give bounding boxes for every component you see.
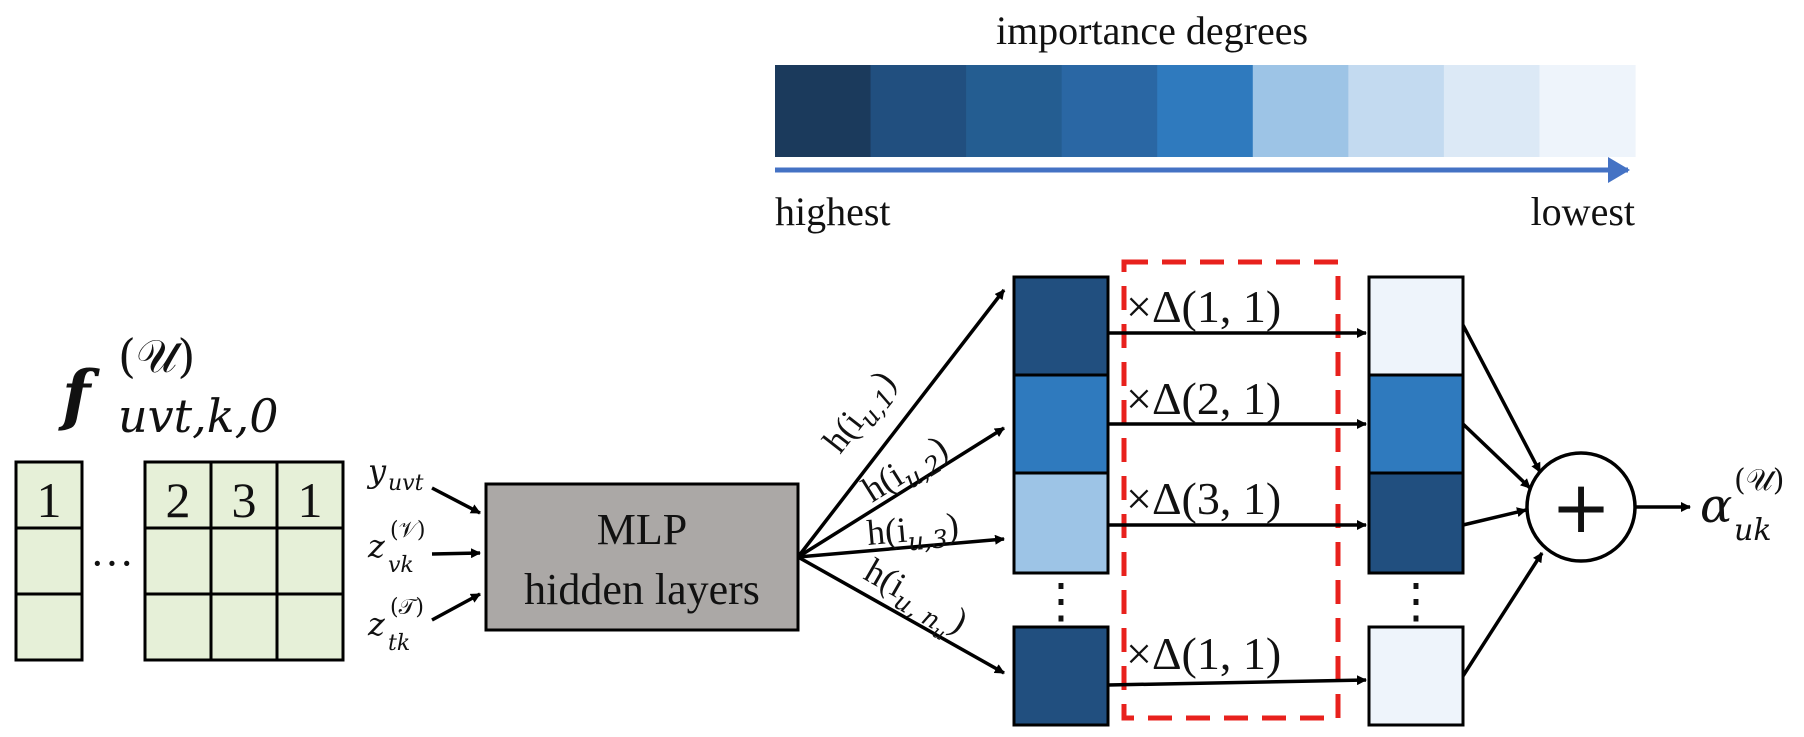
- feature-label: f (𝒰) uvt,k,0: [58, 329, 278, 443]
- legend-color-bar: [775, 65, 1636, 157]
- grid2-cell: [209, 592, 279, 662]
- legend-color-cell: [966, 65, 1063, 157]
- branch-label-3: h(iu,3): [865, 505, 961, 560]
- grid2-cell: [275, 526, 345, 596]
- output-sub: uk: [1734, 513, 1772, 548]
- sum-arrow-1: [1461, 324, 1542, 473]
- grid2-value-3: 1: [298, 472, 323, 528]
- legend-color-cell: [870, 65, 967, 157]
- feature-subscript: uvt,k,0: [118, 389, 278, 443]
- grid2-cell: [209, 526, 279, 596]
- mlp-subtitle: hidden layers: [524, 565, 760, 614]
- branch-arrow-2: [797, 426, 1005, 559]
- branch-arrow-3: [797, 534, 1005, 559]
- grid2-cell: [143, 460, 213, 530]
- sum-arrow-4: [1461, 552, 1544, 677]
- left-col-cell-3: [1012, 471, 1110, 575]
- input-y-sub: uvt: [388, 471, 424, 496]
- left-col-cell-1: [1012, 275, 1110, 377]
- mult-arrow-4: [1107, 675, 1367, 687]
- svg-text:h(iu,2): h(iu,2): [855, 427, 958, 516]
- grid1-cell: [14, 526, 84, 596]
- grid2-cell: [275, 592, 345, 662]
- right-col-cell-2: [1367, 373, 1465, 475]
- svg-text:h(iu,1): h(iu,1): [815, 363, 909, 464]
- sum-arrow-3: [1462, 507, 1527, 527]
- multiplier-label-3: ×Δ(3, 1): [1126, 473, 1281, 524]
- legend-color-cell: [1539, 65, 1636, 157]
- input-z2-main: z: [367, 605, 386, 643]
- branch-arrow-4: [797, 555, 1005, 675]
- mlp-inputs: y uvt z (𝒱) vk z (𝒯) tk: [366, 452, 481, 656]
- right-col-ellipsis: ⋮: [1392, 575, 1440, 628]
- multiplier-label-2: ×Δ(2, 1): [1126, 373, 1281, 424]
- legend-highest-label: highest: [775, 189, 891, 234]
- output-sup: (𝒰): [1734, 463, 1784, 498]
- feature-superscript: (𝒰): [118, 329, 195, 383]
- multiplier-label-1: ×Δ(1, 1): [1126, 281, 1281, 332]
- right-col-cell-1: [1367, 275, 1465, 377]
- feature-symbol: f: [58, 356, 100, 434]
- grid2-cell: [143, 592, 213, 662]
- left-col-cell-4: [1012, 625, 1110, 727]
- multiplier-arrows: ×Δ(1, 1) ×Δ(2, 1) ×Δ(3, 1) ×Δ(1, 1): [1107, 281, 1367, 687]
- legend-lowest-label: lowest: [1531, 189, 1635, 234]
- output-main: α: [1700, 478, 1732, 534]
- legend-title: importance degrees: [996, 8, 1308, 53]
- branch-arrows: h(iu,1) h(iu,2) h(iu,3) h(iu, nu): [796, 288, 1006, 675]
- feature-grid-1: 1: [14, 460, 84, 662]
- branch-label-1: h(iu,1): [815, 363, 909, 464]
- input-z1-main: z: [367, 527, 386, 565]
- legend-color-cell: [1348, 65, 1445, 157]
- legend-color-cell: [1252, 65, 1349, 157]
- legend-color-cell: [1061, 65, 1158, 157]
- right-col-cell-3: [1367, 471, 1465, 575]
- importance-legend: importance degrees highest lowest: [775, 8, 1636, 234]
- branch-label-2: h(iu,2): [855, 427, 958, 516]
- input-z2-sup: (𝒯): [390, 595, 424, 620]
- feature-grid-2: 2 3 1: [143, 460, 345, 662]
- multiplier-dashed-box: [1121, 259, 1341, 721]
- legend-color-cell: [1157, 65, 1254, 157]
- grid2-cell: [143, 526, 213, 596]
- input-z1-arrow: [431, 548, 481, 559]
- branch-arrow-1: [796, 288, 1006, 559]
- importance-column-left: ⋮: [1012, 275, 1110, 727]
- grid1-cell: [14, 592, 84, 662]
- right-col-cell-4: [1367, 625, 1465, 727]
- grid-ellipsis: ···: [90, 539, 134, 588]
- left-col-cell-2: [1012, 373, 1110, 475]
- mlp-title: MLP: [597, 505, 687, 554]
- mlp-box: MLP hidden layers: [484, 482, 800, 632]
- sum-node: +: [1461, 324, 1691, 677]
- plus-icon: +: [1551, 465, 1611, 549]
- output-label: α (𝒰) uk: [1700, 463, 1784, 548]
- legend-color-cell: [1443, 65, 1541, 157]
- svg-text:h(iu, nu): h(iu, nu): [852, 550, 975, 651]
- grid1-value-1: 1: [37, 472, 62, 528]
- grid2-value-2: 3: [232, 472, 257, 528]
- input-z1-sub: vk: [388, 553, 414, 578]
- grid2-value-1: 2: [166, 472, 191, 528]
- importance-column-right: ⋮: [1367, 275, 1465, 727]
- input-y-main: y: [366, 452, 387, 490]
- left-col-ellipsis: ⋮: [1037, 575, 1085, 628]
- input-z2-sub: tk: [388, 631, 410, 656]
- input-y-arrow: [431, 486, 481, 515]
- legend-color-cell: [775, 65, 872, 157]
- input-z2-arrow: [431, 592, 481, 622]
- branch-label-4: h(iu, nu): [852, 550, 975, 651]
- multiplier-label-4: ×Δ(1, 1): [1126, 628, 1281, 679]
- svg-text:h(iu,3): h(iu,3): [865, 505, 961, 560]
- input-z1-sup: (𝒱): [390, 518, 426, 543]
- sum-arrow-2: [1461, 422, 1532, 490]
